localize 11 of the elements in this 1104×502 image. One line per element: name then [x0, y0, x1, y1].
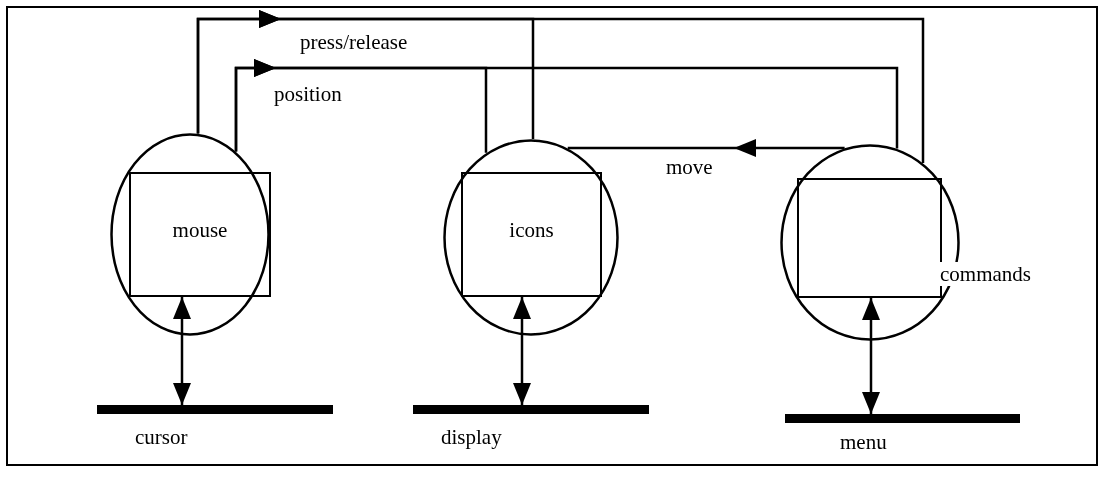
box	[461, 172, 602, 297]
box-label: icons	[509, 218, 554, 243]
edge-label: commands	[938, 262, 1033, 286]
bar-label: cursor	[135, 425, 188, 450]
box	[797, 178, 942, 298]
bar-label: menu	[840, 430, 887, 455]
circle	[110, 133, 270, 336]
box	[129, 172, 271, 297]
box-label: mouse	[172, 218, 228, 243]
circle	[443, 139, 619, 336]
bar-label: display	[441, 425, 502, 450]
